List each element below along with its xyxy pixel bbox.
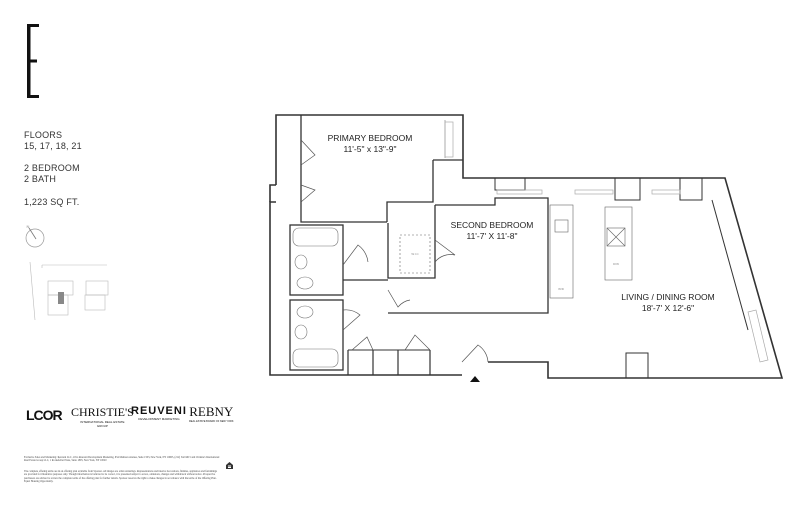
wic-label: W.I.C [411, 252, 419, 256]
unit-type: 2 BEDROOM 2 BATH [24, 163, 80, 185]
primary-bedroom-name: PRIMARY BEDROOM [328, 133, 413, 143]
square-footage: 1,223 SQ FT. [24, 197, 80, 207]
bath-count: 2 BATH [24, 174, 57, 184]
key-plan-map [29, 261, 109, 321]
unit-letter-logo [27, 24, 39, 98]
rebny-logo: REBNY REAL ESTATE BOARD OF NEW YORK [189, 404, 234, 423]
entry-marker-icon [470, 376, 480, 382]
rebny-subtitle: REAL ESTATE BOARD OF NEW YORK [189, 420, 234, 423]
christies-subtitle: INTERNATIONAL REAL ESTATE [80, 420, 125, 424]
second-bedroom-name: SECOND BEDROOM [451, 220, 534, 230]
christies-group: GROUP [96, 424, 108, 428]
reuveni-subtitle: DEVELOPMENT MARKETING [138, 417, 180, 421]
reuveni-wordmark: REUVENI [131, 405, 187, 417]
bath-fixtures [292, 227, 339, 368]
kitchen [399, 204, 633, 299]
legal-offering-disclaimer: The complete offering terms are in an of… [24, 470, 218, 484]
bedroom-count: 2 BEDROOM [24, 163, 80, 173]
christies-logo: CHRISTIE'S INTERNATIONAL REAL ESTATE GRO… [71, 405, 134, 428]
dishwasher-label: D/W [613, 262, 619, 266]
plan-walls [269, 114, 784, 379]
compass-label: N [27, 224, 30, 229]
rebny-wordmark: REBNY [189, 404, 234, 419]
primary-bedroom-dims: 11'-5" x 13"-9" [343, 144, 396, 154]
living-room-name: LIVING / DINING ROOM [621, 292, 715, 302]
washer-dryer-label: W/D [558, 287, 565, 291]
windows [444, 121, 769, 363]
door-swings [300, 139, 489, 363]
reuveni-logo: REUVENI DEVELOPMENT MARKETING [131, 405, 187, 421]
equal-housing-icon [226, 462, 233, 469]
compass-icon: N [25, 224, 45, 248]
living-room-dims: 18'-7' X 12'-6" [642, 303, 694, 313]
floors-value: 15, 17, 18, 21 [24, 141, 82, 151]
floors-label: FLOORS [24, 130, 63, 140]
second-bedroom-dims: 11'-7' X 11'-8" [466, 231, 517, 241]
legal-sales-notice: Exclusive Sales and Marketing: Reuveni L… [24, 456, 220, 463]
lcor-logo: LCOR [26, 407, 63, 423]
christies-wordmark: CHRISTIE'S [71, 405, 134, 419]
floors-info: FLOORS 15, 17, 18, 21 [24, 130, 82, 152]
